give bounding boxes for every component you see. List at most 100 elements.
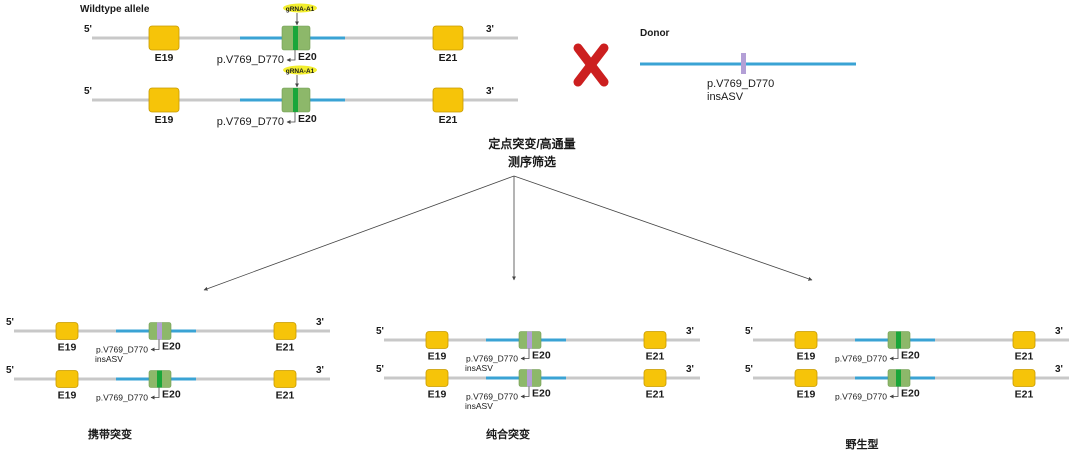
- exon-e19: [148, 25, 180, 51]
- exon-label-e19: E19: [155, 114, 174, 126]
- three-prime-label: 3': [1055, 364, 1063, 375]
- three-prime-label: 3': [686, 364, 694, 375]
- exon-e19: [55, 322, 79, 340]
- donor-insertion: [741, 53, 746, 74]
- mutation-pointer: [286, 112, 296, 124]
- wildtype-allele-2: 5' 3' E19 E21 E20 p.V769_D770 gRNA-A1: [84, 65, 518, 128]
- exon-e19: [148, 87, 180, 113]
- exon-label-e21: E21: [276, 390, 295, 402]
- exon-e21: [643, 331, 667, 349]
- three-prime-label: 3': [686, 326, 694, 337]
- mutation-label: p.V769_D770: [835, 354, 887, 364]
- exon-e19: [794, 369, 818, 387]
- result-label-homozygous: 纯合突变: [486, 427, 530, 441]
- mutation-pointer: [889, 386, 899, 399]
- three-prime-label: 3': [486, 24, 494, 35]
- exon-e19: [55, 370, 79, 388]
- wildtype-title: Wildtype allele: [80, 4, 150, 15]
- exon-label-e19: E19: [58, 342, 77, 354]
- five-prime-label: 5': [745, 364, 753, 375]
- mutation-pointer: [520, 348, 530, 361]
- exon-label-e21: E21: [439, 52, 458, 64]
- exon-label-e20: E20: [298, 113, 317, 125]
- mutation-label: p.V769_D770: [466, 354, 518, 364]
- three-prime-label: 3': [486, 86, 494, 97]
- exon-e21: [273, 322, 297, 340]
- exon-label-e19: E19: [428, 351, 447, 363]
- donor-mutation-label: p.V769_D770: [707, 78, 774, 90]
- mutation-pointer: [520, 386, 530, 399]
- insertion-label: insASV: [465, 363, 493, 373]
- exon-label-e19: E19: [797, 351, 816, 363]
- exon-label-e20: E20: [162, 341, 181, 353]
- insertion-site: [157, 322, 162, 340]
- five-prime-label: 5': [745, 326, 753, 337]
- exon-label-e20: E20: [532, 350, 551, 362]
- exon-e21: [273, 370, 297, 388]
- exon-label-e21: E21: [1015, 389, 1034, 401]
- exon-label-e20: E20: [298, 51, 317, 63]
- exon-e19: [425, 331, 449, 349]
- grna-marker: [283, 65, 317, 75]
- five-prime-label: 5': [6, 317, 14, 328]
- exon-e19: [425, 369, 449, 387]
- three-prime-label: 3': [1055, 326, 1063, 337]
- mutation-label: p.V769_D770: [217, 54, 284, 66]
- cross-icon: [573, 43, 609, 87]
- exon-label-e21: E21: [276, 342, 295, 354]
- wildtype-site: [896, 369, 901, 387]
- exon-label-e20: E20: [162, 389, 181, 401]
- grna-marker: [283, 3, 317, 13]
- exon-label-e19: E19: [155, 52, 174, 64]
- screening-text-line2: 测序筛选: [508, 154, 556, 169]
- grna-label: gRNA-A1: [286, 6, 315, 13]
- mutation-label: p.V769_D770: [217, 116, 284, 128]
- screening-text-line1: 定点突变/高通量: [488, 136, 575, 151]
- exon-e21: [432, 25, 464, 51]
- cross-stroke-b: [573, 43, 609, 87]
- wildtype-site: [896, 331, 901, 349]
- mutation-pointer: [286, 50, 296, 62]
- five-prime-label: 5': [376, 364, 384, 375]
- five-prime-label: 5': [84, 86, 92, 97]
- result-label-wildtype: 野生型: [846, 437, 879, 451]
- result-label-heterozygous: 携带突变: [88, 427, 132, 441]
- three-prime-label: 3': [316, 365, 324, 376]
- donor-title: Donor: [640, 28, 670, 39]
- exon-e21: [643, 369, 667, 387]
- donor-insertion-label: insASV: [707, 91, 744, 103]
- five-prime-label: 5': [6, 365, 14, 376]
- exon-e21: [1012, 331, 1036, 349]
- exon-e19: [794, 331, 818, 349]
- mutation-pointer: [150, 339, 160, 352]
- mutation-pointer: [150, 387, 160, 400]
- exon-label-e20: E20: [901, 388, 920, 400]
- five-prime-label: 5': [376, 326, 384, 337]
- grna-label: gRNA-A1: [286, 68, 315, 75]
- wildtype-site: [293, 26, 298, 50]
- exon-label-e21: E21: [646, 351, 665, 363]
- exon-label-e19: E19: [428, 389, 447, 401]
- insertion-site: [527, 331, 532, 349]
- exon-label-e21: E21: [646, 389, 665, 401]
- exon-e21: [432, 87, 464, 113]
- mutation-pointer: [889, 348, 899, 361]
- exon-label-e20: E20: [901, 350, 920, 362]
- insertion-label: insASV: [95, 354, 123, 364]
- mutation-label: p.V769_D770: [96, 393, 148, 403]
- three-prime-label: 3': [316, 317, 324, 328]
- exon-label-e21: E21: [439, 114, 458, 126]
- exon-e21: [1012, 369, 1036, 387]
- exon-label-e19: E19: [58, 390, 77, 402]
- mutation-label: p.V769_D770: [835, 392, 887, 402]
- mutation-label: p.V769_D770: [466, 392, 518, 402]
- heterozygous-allele-2: 5' 3' E19 E21 E20 p.V769_D770: [6, 365, 330, 403]
- wildtype-site: [293, 88, 298, 112]
